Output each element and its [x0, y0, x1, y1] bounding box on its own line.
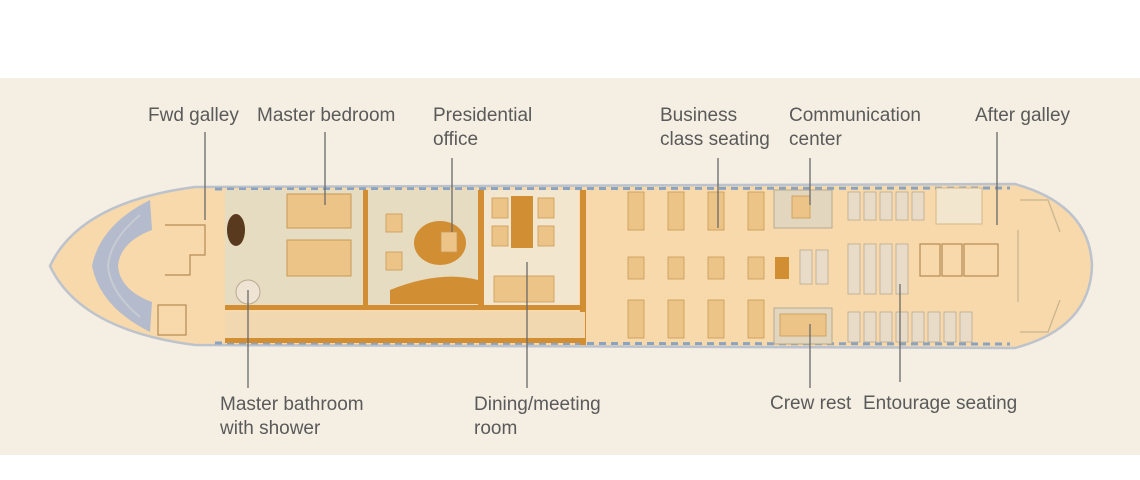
crew-rest-bed [779, 313, 827, 337]
bulkhead [775, 257, 789, 279]
label-master-bedroom: Master bedroom [257, 105, 395, 126]
dining-wall [580, 190, 586, 345]
label-communication-center: Communication center [789, 105, 926, 150]
office-sofa [390, 276, 478, 304]
office-chair-1 [385, 213, 403, 233]
label-entourage-seating: Entourage seating [863, 393, 1017, 414]
tail-section [1017, 199, 1061, 333]
dining-chair-1 [491, 197, 509, 219]
window-strip-bottom [214, 341, 1011, 346]
window-strip-top [214, 186, 1011, 191]
aft-lavatories [919, 243, 999, 277]
bedroom-wall [363, 190, 368, 305]
corridor [225, 312, 585, 338]
dining-chair-4 [537, 225, 555, 247]
label-dining-meeting-room: Dining/meeting room [474, 394, 606, 439]
cockpit-floor [106, 214, 141, 318]
dining-chair-2 [491, 225, 509, 247]
corridor-wall [225, 305, 585, 310]
label-crew-rest: Crew rest [770, 393, 852, 414]
bed-upper [286, 193, 352, 229]
label-presidential-office: Presidential office [433, 105, 538, 150]
label-business-class-seating: Business class seating [660, 105, 770, 150]
dining-chair-3 [537, 197, 555, 219]
leader-lines [204, 132, 998, 388]
dining-sofa [493, 275, 555, 303]
bathroom-fixture [227, 214, 245, 246]
office-desk [414, 221, 466, 265]
comm-desk [791, 195, 811, 219]
office-wall [478, 190, 484, 305]
bed-lower [286, 239, 352, 277]
fwd-galley-fixtures [157, 224, 206, 336]
label-after-galley: After galley [975, 105, 1071, 126]
label-master-bathroom: Master bathroom with shower [219, 394, 369, 439]
cockpit-windows [92, 200, 152, 332]
office-chair-3 [440, 231, 458, 253]
label-fwd-galley: Fwd galley [148, 105, 239, 126]
corridor-wall-lower [225, 338, 585, 343]
office-chair-2 [385, 251, 403, 271]
business-class-seats [627, 191, 765, 339]
entourage-seats [799, 191, 973, 343]
after-galley-area [935, 187, 983, 225]
dining-table [511, 196, 533, 248]
